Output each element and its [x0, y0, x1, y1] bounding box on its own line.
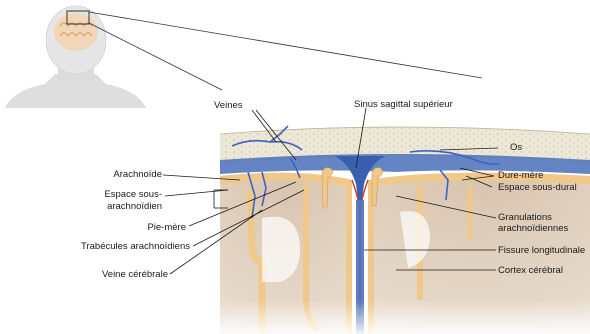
- label-dure-mere: Dure-mère: [498, 170, 543, 181]
- label-espace-sous-arachnoidien-2: arachnoïdien: [66, 201, 162, 212]
- label-veine-cerebrale: Veine cérébrale: [70, 269, 168, 280]
- zoom-line-bottom: [89, 23, 222, 90]
- label-granulations-1: Granulations: [498, 212, 552, 223]
- label-fissure: Fissure longitudinale: [498, 245, 585, 256]
- label-granulations-2: arachnoïdiennes: [498, 223, 568, 234]
- label-veines: Veines: [214, 100, 243, 111]
- label-pie-mere: Pie-mère: [90, 222, 186, 233]
- label-trabecules: Trabécules arachnoïdiens: [50, 241, 190, 252]
- label-cortex: Cortex cérébral: [498, 265, 563, 276]
- label-arachnoide: Arachnoïde: [66, 169, 162, 180]
- label-sinus: Sinus sagittal supérieur: [354, 99, 453, 110]
- label-os: Os: [510, 142, 522, 153]
- label-espace-sous-arachnoidien-1: Espace sous-: [66, 189, 162, 200]
- head-silhouette-icon: [5, 6, 146, 108]
- label-espace-sous-dural: Espace sous-dural: [498, 182, 577, 193]
- zoom-line-top: [89, 12, 482, 78]
